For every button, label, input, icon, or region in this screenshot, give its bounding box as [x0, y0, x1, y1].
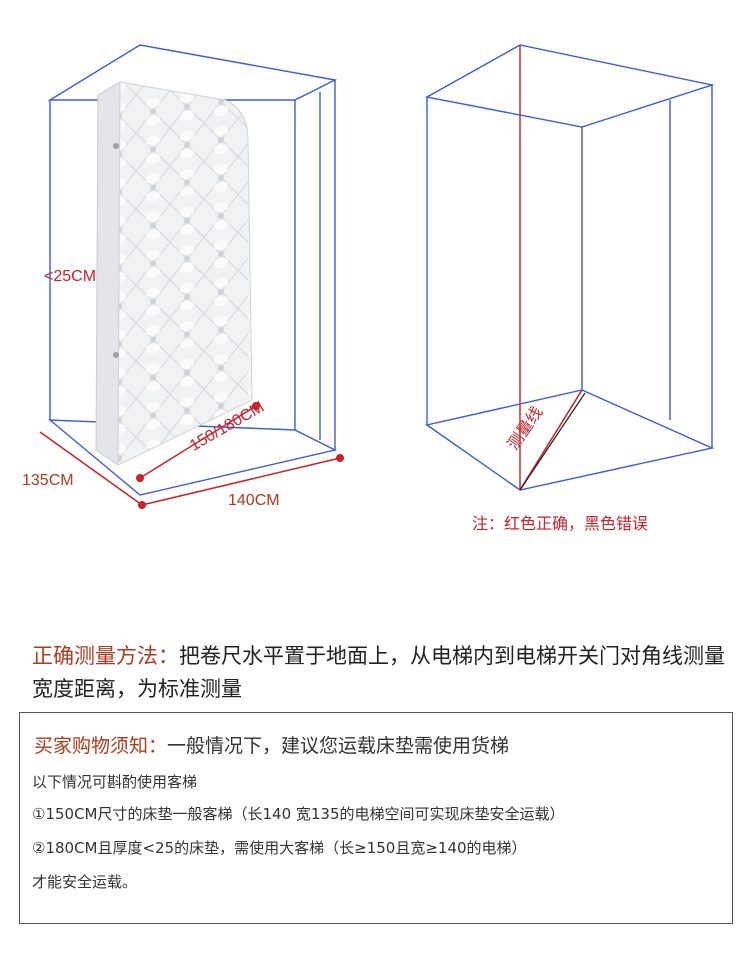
dimension-lines: [39, 405, 341, 506]
width-label: 140CM: [228, 492, 280, 509]
notice-line: 才能安全运载。: [32, 873, 138, 891]
color-note: 注：红色正确，黑色错误: [472, 514, 649, 533]
dimension-dots: [136, 402, 344, 509]
notice-text: 一般情况下，建议您运载床垫需使用货梯: [167, 735, 510, 757]
notice-line: 以下情况可斟酌使用客梯: [32, 773, 198, 791]
measure-lines: [519, 45, 586, 491]
method-label: 正确测量方法：: [32, 644, 179, 668]
elevator-diagrams: [39, 44, 715, 509]
diagram-area: <25CM 135CM 140CM 150/180CM 测量线 注：红色正确，黑…: [22, 44, 715, 533]
notice-line: ②180CM且厚度<25的床垫，需使用大客梯（长≥150且宽≥140的电梯）: [32, 839, 527, 857]
mattress: [95, 81, 253, 466]
method-text: 把卷尺水平置于地面上，从电梯内到电梯开关门对角线测量宽度距离，为标准测量: [32, 644, 725, 701]
notice-label: 买家购物须知：: [34, 735, 168, 757]
notice-line: ①150CM尺寸的床垫一般客梯（长140 宽135的电梯空间可实现床垫安全运载）: [32, 805, 565, 823]
measure-method: 正确测量方法：把卷尺水平置于地面上，从电梯内到电梯开关门对角线测量宽度距离，为标…: [32, 640, 732, 706]
notice-title: 买家购物须知：一般情况下，建议您运载床垫需使用货梯: [34, 731, 509, 758]
height-label: <25CM: [44, 268, 97, 285]
right-elevator-wireframe: [424, 44, 715, 491]
depth-label: 135CM: [22, 472, 74, 489]
buyer-notice-box: 买家购物须知：一般情况下，建议您运载床垫需使用货梯 以下情况可斟酌使用客梯 ①1…: [19, 712, 733, 924]
